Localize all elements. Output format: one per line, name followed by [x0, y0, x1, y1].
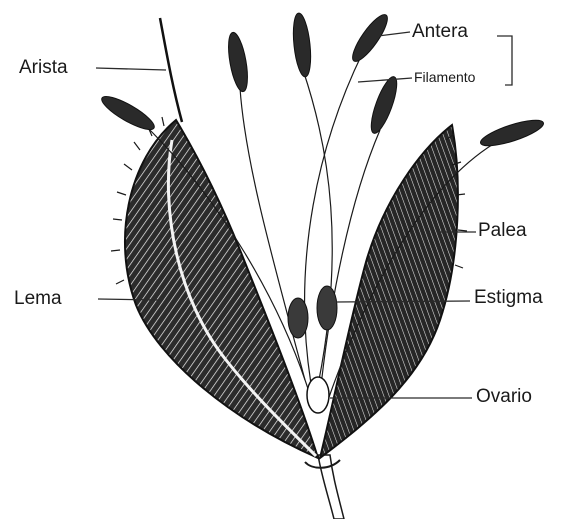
label-ovario: Ovario	[476, 387, 532, 406]
label-palea: Palea	[478, 221, 527, 240]
anther-2	[225, 31, 251, 93]
anther-1	[98, 91, 158, 135]
label-arista: Arista	[19, 58, 68, 77]
label-antera: Antera	[412, 22, 468, 41]
stigma-right	[317, 286, 337, 330]
stigma-left	[288, 298, 308, 338]
stem	[318, 455, 344, 519]
label-lema: Lema	[14, 289, 62, 308]
ovary	[307, 377, 329, 413]
palea-bract	[320, 125, 458, 458]
label-estigma: Estigma	[474, 288, 543, 307]
stigmas	[288, 286, 337, 338]
anther-4	[347, 10, 392, 65]
anther-6	[478, 115, 546, 151]
leader-arista	[96, 68, 166, 70]
anther-5	[366, 74, 402, 136]
label-filamento: Filamento	[414, 70, 475, 84]
anther-3	[291, 12, 314, 77]
leader-filamento	[358, 78, 412, 82]
bracket-antera-filamento	[497, 36, 512, 85]
lema-bract	[125, 120, 318, 458]
